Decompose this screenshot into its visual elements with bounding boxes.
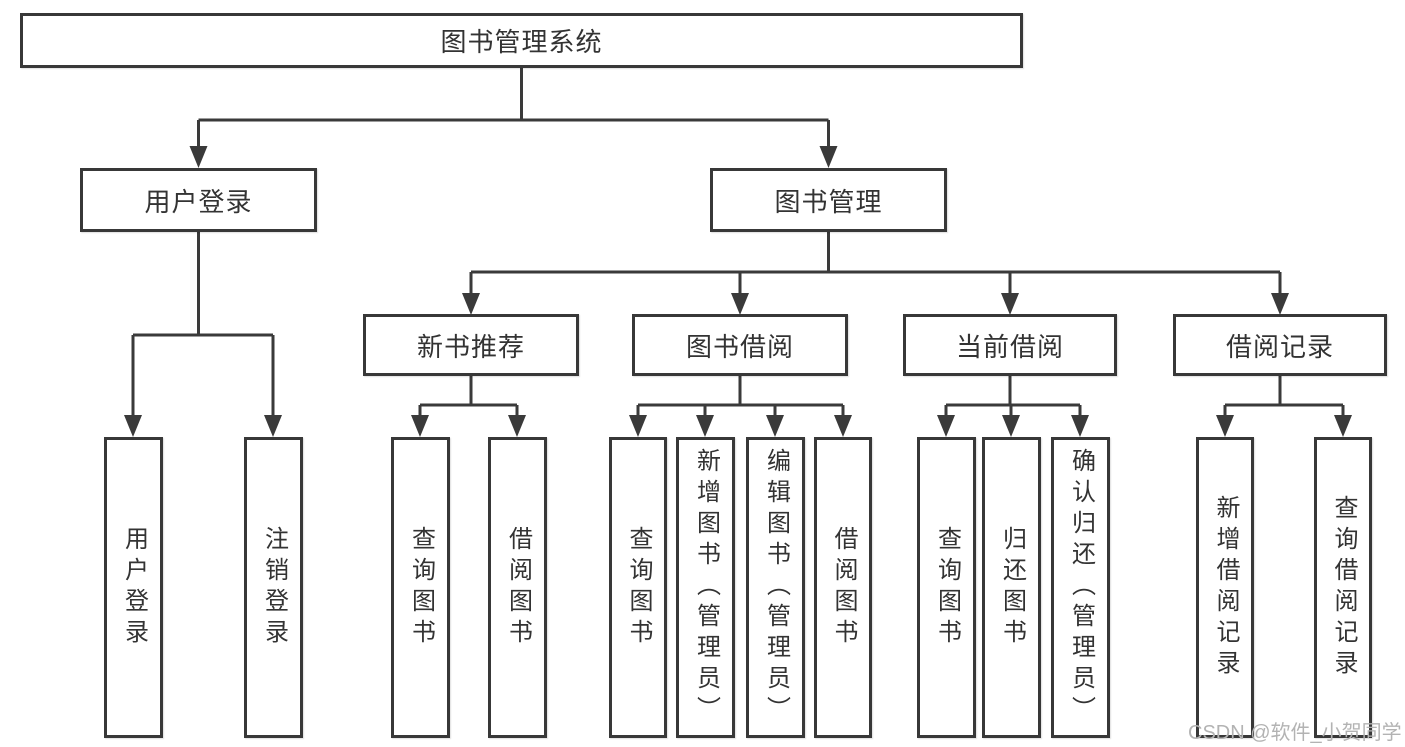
connector-path — [131, 68, 1345, 419]
node-borrow-books-recommend: 借阅图书 — [488, 437, 547, 738]
node-add-borrow-record: 新增借阅记录 — [1196, 437, 1254, 738]
node-current-borrowing: 当前借阅 — [903, 314, 1117, 376]
node-new-book-recommendation: 新书推荐 — [363, 314, 579, 376]
node-logout-action: 注销登录 — [244, 437, 303, 738]
node-borrowing-records: 借阅记录 — [1173, 314, 1387, 376]
node-confirm-return-admin: 确认归还（管理员） — [1051, 437, 1110, 738]
node-book-borrowing: 图书借阅 — [632, 314, 848, 376]
node-user-login: 用户登录 — [80, 168, 317, 232]
node-search-books-current: 查询图书 — [917, 437, 976, 738]
node-return-books: 归还图书 — [982, 437, 1041, 738]
node-user-login-action: 用户登录 — [104, 437, 163, 738]
node-search-borrow-record: 查询借阅记录 — [1314, 437, 1372, 738]
node-book-management: 图书管理 — [710, 168, 947, 232]
node-search-books-recommend: 查询图书 — [391, 437, 450, 738]
node-borrow-books-borrowing: 借阅图书 — [814, 437, 872, 738]
node-add-books-admin: 新增图书（管理员） — [676, 437, 735, 738]
node-search-books-borrowing: 查询图书 — [609, 437, 667, 738]
node-library-system: 图书管理系统 — [20, 13, 1023, 68]
node-edit-books-admin: 编辑图书（管理员） — [746, 437, 805, 738]
csdn-watermark: CSDN @软件_小贺同学 — [1188, 722, 1402, 744]
